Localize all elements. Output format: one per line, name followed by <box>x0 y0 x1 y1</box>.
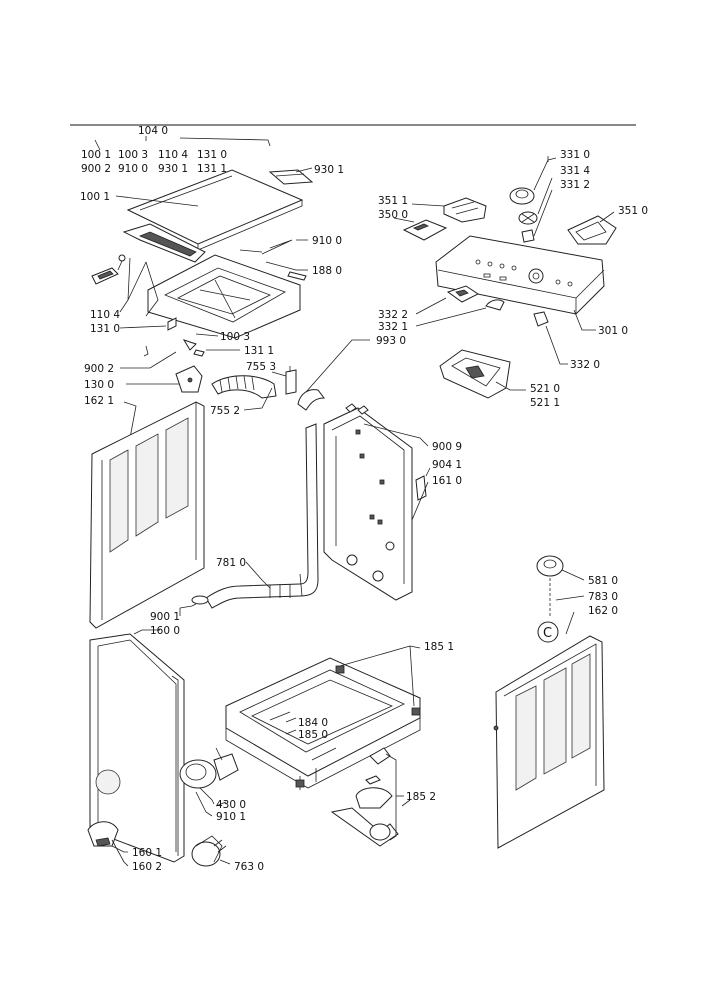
header-code-5: 900 2 <box>81 163 111 175</box>
label-184-0: 184 0 <box>298 717 328 729</box>
label-351-1: 351 1 <box>378 195 408 207</box>
label-131-1: 131 1 <box>244 345 274 357</box>
label-781-0: 781 0 <box>216 557 246 569</box>
label-100-1: 100 1 <box>80 191 110 203</box>
label-521-1: 521 1 <box>530 397 560 409</box>
header-codes: 104 0 100 1 100 3 110 4 131 0 900 2 910 … <box>81 125 271 175</box>
label-188-0: 188 0 <box>312 265 342 277</box>
front-panel <box>89 629 185 863</box>
label-332-1: 332 1 <box>378 321 408 333</box>
label-331-4: 331 4 <box>560 165 590 177</box>
pump-parts <box>87 747 239 867</box>
label-185-2: 185 2 <box>406 791 436 803</box>
label-131-0: 131 0 <box>90 323 120 335</box>
label-910-1: 910 1 <box>216 811 246 823</box>
label-331-0: 331 0 <box>560 149 590 161</box>
label-160-2: 160 2 <box>132 861 162 873</box>
part-labels: 930 1 100 1 910 0 188 0 110 4 131 0 100 … <box>80 149 648 873</box>
header-code-2: 100 3 <box>118 149 148 161</box>
label-185-0: 185 0 <box>298 729 328 741</box>
label-130-0: 130 0 <box>84 379 114 391</box>
control-panel-group <box>393 157 617 399</box>
label-763-0: 763 0 <box>234 861 264 873</box>
leaders-right <box>215 156 549 807</box>
label-930-1: 930 1 <box>314 164 344 176</box>
header-code-1: 100 1 <box>81 149 111 161</box>
label-332-0: 332 0 <box>570 359 600 371</box>
label-351-0: 351 0 <box>618 205 648 217</box>
left-side-panel <box>89 401 205 629</box>
label-160-0: 160 0 <box>150 625 180 637</box>
label-185-1: 185 1 <box>424 641 454 653</box>
control-console <box>435 235 605 315</box>
header-code-3: 110 4 <box>158 149 188 161</box>
back-panel <box>323 403 431 601</box>
label-301-0: 301 0 <box>598 325 628 337</box>
label-900-9: 900 9 <box>432 441 462 453</box>
label-904-1: 904 1 <box>432 459 462 471</box>
label-993-0: 993 0 <box>376 335 406 347</box>
label-110-4: 110 4 <box>90 309 120 321</box>
top-lid-group <box>91 169 314 357</box>
label-162-1: 162 1 <box>84 395 114 407</box>
label-162-0: 162 0 <box>588 605 618 617</box>
header-code-6: 910 0 <box>118 163 148 175</box>
label-900-1: 900 1 <box>150 611 180 623</box>
label-521-0: 521 0 <box>530 383 560 395</box>
label-910-0: 910 0 <box>312 235 342 247</box>
hose-parts <box>175 339 370 616</box>
label-350-0: 350 0 <box>378 209 408 221</box>
label-161-0: 161 0 <box>432 475 462 487</box>
header-code-7: 930 1 <box>158 163 188 175</box>
label-332-2: 332 2 <box>378 309 408 321</box>
header-code-top: 104 0 <box>138 125 168 137</box>
header-code-8: 131 1 <box>197 163 227 175</box>
label-755-2: 755 2 <box>210 405 240 417</box>
label-755-3: 755 3 <box>246 361 276 373</box>
label-331-2: 331 2 <box>560 179 590 191</box>
symbol-c: C <box>543 626 552 641</box>
label-100-3: 100 3 <box>220 331 250 343</box>
label-900-2: 900 2 <box>84 363 114 375</box>
label-160-1: 160 1 <box>132 847 162 859</box>
label-430-0: 430 0 <box>216 799 246 811</box>
label-783-0: 783 0 <box>588 591 618 603</box>
base-frame <box>225 645 421 847</box>
right-side-panel <box>493 555 605 849</box>
header-code-4: 131 0 <box>197 149 227 161</box>
label-581-0: 581 0 <box>588 575 618 587</box>
leaders-top-left <box>115 167 313 439</box>
